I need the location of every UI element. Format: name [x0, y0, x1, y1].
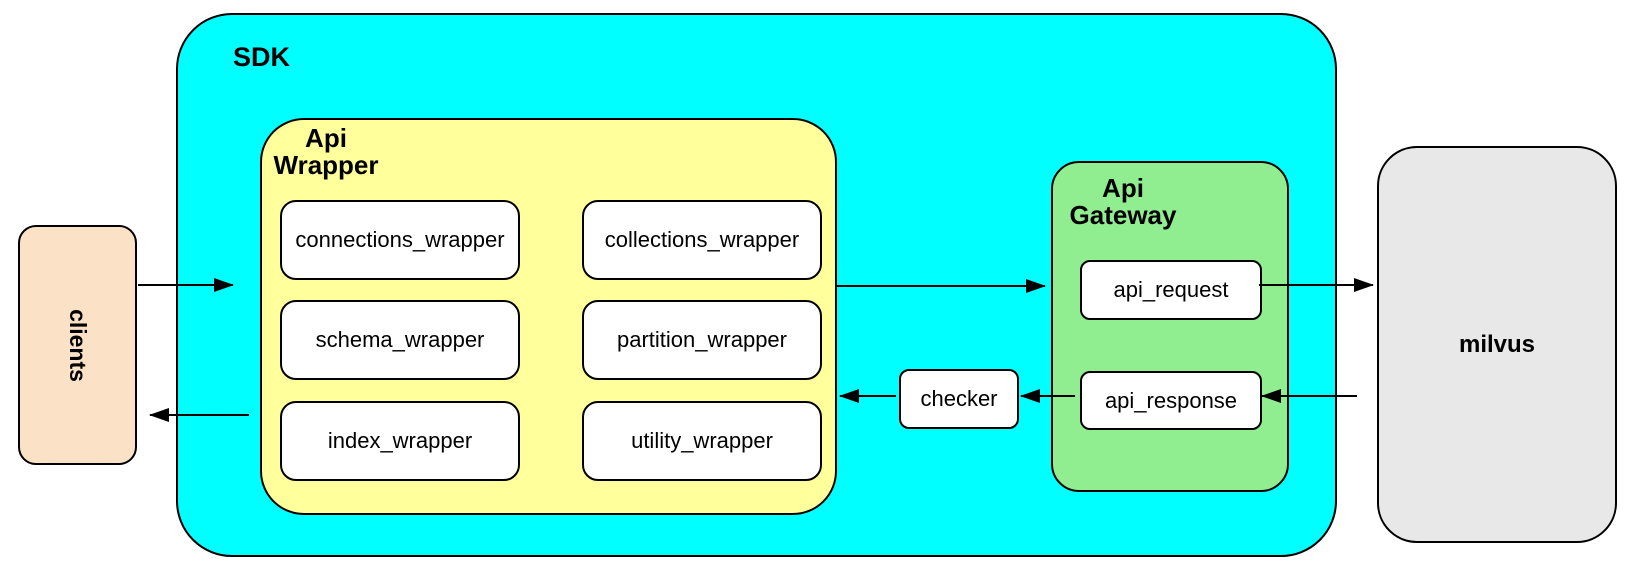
- node-api-request: api_request: [1080, 260, 1262, 320]
- sdk-label: SDK: [233, 42, 291, 72]
- node-connections-wrapper: connections_wrapper: [280, 200, 520, 280]
- node-collections-wrapper: collections_wrapper: [582, 200, 822, 280]
- api-gateway-container: Api Gateway api_request api_response: [1051, 161, 1289, 492]
- node-partition-wrapper: partition_wrapper: [582, 300, 822, 380]
- node-clients: clients: [18, 225, 137, 465]
- api-wrapper-label-line2: Wrapper: [273, 150, 379, 180]
- clients-label: clients: [65, 308, 91, 382]
- node-api-response: api_response: [1080, 371, 1262, 430]
- api-wrapper-label-line1: Api: [305, 123, 347, 153]
- node-checker: checker: [899, 369, 1019, 429]
- node-index-wrapper: index_wrapper: [280, 401, 520, 481]
- api-gateway-label: Api Gateway: [1066, 175, 1180, 229]
- node-milvus: milvus: [1377, 146, 1617, 543]
- sdk-container: SDK Api Wrapper connections_wrapper coll…: [176, 13, 1337, 557]
- node-schema-wrapper: schema_wrapper: [280, 300, 520, 380]
- api-gateway-label-line1: Api: [1102, 173, 1144, 203]
- node-utility-wrapper: utility_wrapper: [582, 401, 822, 481]
- api-gateway-label-line2: Gateway: [1069, 200, 1177, 230]
- api-wrapper-label: Api Wrapper: [259, 125, 393, 179]
- api-wrapper-container: Api Wrapper connections_wrapper collecti…: [260, 118, 837, 515]
